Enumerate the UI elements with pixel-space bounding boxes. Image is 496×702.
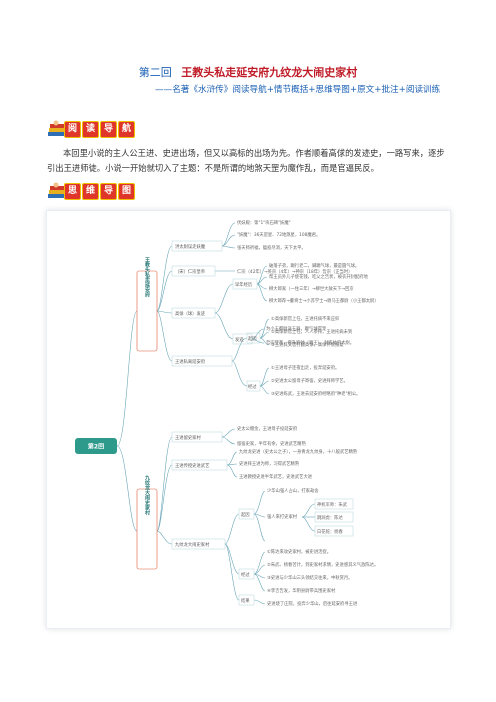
banner-char: 读 [82, 121, 99, 138]
branch-b-box [136, 488, 158, 570]
banner-char: 导 [100, 183, 117, 200]
cause-item: ②高俅新官上任，人人参拜，王进托病未到 [271, 328, 352, 335]
book-stack-icon [48, 182, 66, 198]
fight-result-item: ④李吉告发，华阴县尉带兵围史家村 [267, 587, 336, 594]
three-heads-item: 跳涧虎：陈达 [317, 514, 343, 521]
node-gao: 高俅（球）发迹 [175, 310, 206, 317]
learn-item: 留宿史家，半年有余，史进武艺精熟 [237, 440, 306, 447]
cause-item: ①高俅新官上任，王进托病不来应卯 [271, 315, 339, 322]
mind-map-canvas: 第2回 王教头私走延安府 九纹龙大闹史家村 洪太尉误走妖魔 伏妖殿：第"1"块石… [75, 219, 379, 607]
village-item: 九纹龙史进（史太公之子），一身青龙九纹身，十八般武艺精熟 [239, 448, 358, 455]
mind-map: 第2回 王教头私走延安府 九纹龙大闹史家村 洪太尉误走妖魔 伏妖殿：第"1"块石… [46, 210, 451, 629]
learn-item: 史太公赠金，王进母子投延安府 [237, 425, 298, 432]
village-item: 史进拜王进为师，习得武艺精熟 [239, 460, 300, 467]
root-node [75, 438, 117, 454]
branch-b-nodes: 王进留史家村 史太公赠金，王进母子投延安府 留宿史家，半年有余，史进武艺精熟 王… [171, 425, 378, 607]
fight-result-item: ②朱武、杨春苦计，到史家村求情，史进感其义气放陈达。 [267, 561, 378, 568]
branch-a-box [136, 270, 158, 352]
node-early: 早年经历 [235, 281, 253, 288]
chapter-heading: 第二回 王教头私走延安府九纹龙大闹史家村 [0, 64, 496, 80]
fight-cause-item: 强人来打史家村 [267, 513, 298, 520]
node-village: 王进传授史进武艺 [175, 462, 209, 469]
rise-item: 为小王都尉送玉器，踢气球得宠 [266, 325, 327, 332]
node-wang-jin: 王进私离延安府 [175, 358, 206, 365]
chapter-subtitle: ——名著《水浒传》阅读导航+情节概括+思维导图+原文+批注+阅读训练 [155, 85, 441, 95]
fight-result-item: ①陈达来攻史家村，被史进活捉。 [267, 548, 331, 555]
result-item: ①王进母子连夜出走，投奔延安府。 [271, 364, 339, 371]
village-item: 王进教授史进半年武艺，史进武艺大进 [239, 473, 313, 480]
recap-item: 张天师祈福，瘟疫尽消，天下太平。 [237, 244, 306, 251]
banner-char: 图 [118, 183, 135, 200]
early-item: 破落子弟，踢行老二，脚踢气球，最是圆气球。 [269, 262, 359, 269]
banner-char: 导 [100, 121, 117, 138]
banner-char: 思 [64, 183, 81, 200]
early-item: 柳大郎家（一住三年）→柳世大赦天下→回京 [269, 285, 354, 292]
fight-cause-item: 少华山强人占山，打家劫舍 [267, 487, 319, 494]
mind-map-banner: 思 维 导 图 [47, 180, 147, 202]
early-item: 柳大郎荐→董将士→小苏学士→驸马王都尉（小王都太尉） [269, 297, 379, 304]
node-result: 经过 [248, 383, 257, 390]
node-timeline-label: （宋）仁宗皇帝 [175, 268, 205, 275]
node-cause: 起因 [248, 336, 257, 342]
three-heads-item: 白花蛇：杨春 [317, 528, 343, 535]
node-rise: 发迹 [235, 336, 244, 343]
branch-b-title: 九纹龙大闹史家村 [144, 474, 151, 516]
node-fight: 九纹龙大闹史家村 [175, 541, 210, 548]
chapter-title: 王教头私走延安府九纹龙大闹史家村 [181, 66, 358, 79]
ending-item: 史进烧了庄院，投奔少华山，后往延安府寻王进 [267, 600, 358, 607]
branch-a-title: 王教头私走延安府 [144, 256, 151, 298]
result-item: ②史进太公留母子寄宿，史进拜师学艺。 [271, 377, 348, 384]
result-item: ③史进练武，王进去延安府经略府"种老"相公。 [271, 390, 360, 397]
root-label: 第2回 [87, 443, 104, 451]
early-item: 帮王员外儿子使花钱，吃父之告状，被衣开封配府地 [269, 273, 369, 280]
node-ending: 结果 [241, 597, 250, 604]
branch-a-nodes: 洪太尉误走妖魔 伏妖殿：第"1"块石碑"妖魔" "妖魔"：36天罡星、72地煞星… [171, 219, 379, 397]
chapter-number: 第二回 [138, 66, 172, 79]
recap-item: 伏妖殿：第"1"块石碑"妖魔" [237, 219, 291, 226]
fight-result-item: ③史进与少华山三头领结交往来，中秋赏月。 [267, 574, 353, 581]
rise-item: 哲宗登基，擢升殿帅（端王），封殿帅府太尉。 [266, 339, 354, 346]
node-recap: 洪太尉误走妖魔 [175, 243, 206, 250]
banner-char: 阅 [64, 121, 81, 138]
node-fight-cause: 起因 [241, 512, 250, 518]
three-heads-item: 神机军师：朱武 [317, 501, 348, 508]
reading-guide-banner: 阅 读 导 航 [47, 118, 147, 140]
banner-char: 航 [118, 121, 135, 138]
node-timeline: 仁宗（42年）→英宗（4年）→神宗（18年）哲宗（正当时） [237, 268, 352, 275]
cause-item: ③王进其父曾打翻高俅，高俅怀恨报复 [271, 341, 344, 348]
recap-item: "妖魔"：36天罡星、72地煞星，108魔君。 [237, 231, 320, 238]
intro-paragraph: 本回里小说的主人公王进、史进出场，但又以高标的出场为先。作者顺着高俅的发迹史，一… [47, 148, 445, 173]
node-fight-result: 经过 [241, 571, 250, 578]
banner-char: 维 [82, 183, 99, 200]
node-learn: 王进留史家村 [175, 434, 201, 441]
book-stack-icon [48, 120, 66, 136]
